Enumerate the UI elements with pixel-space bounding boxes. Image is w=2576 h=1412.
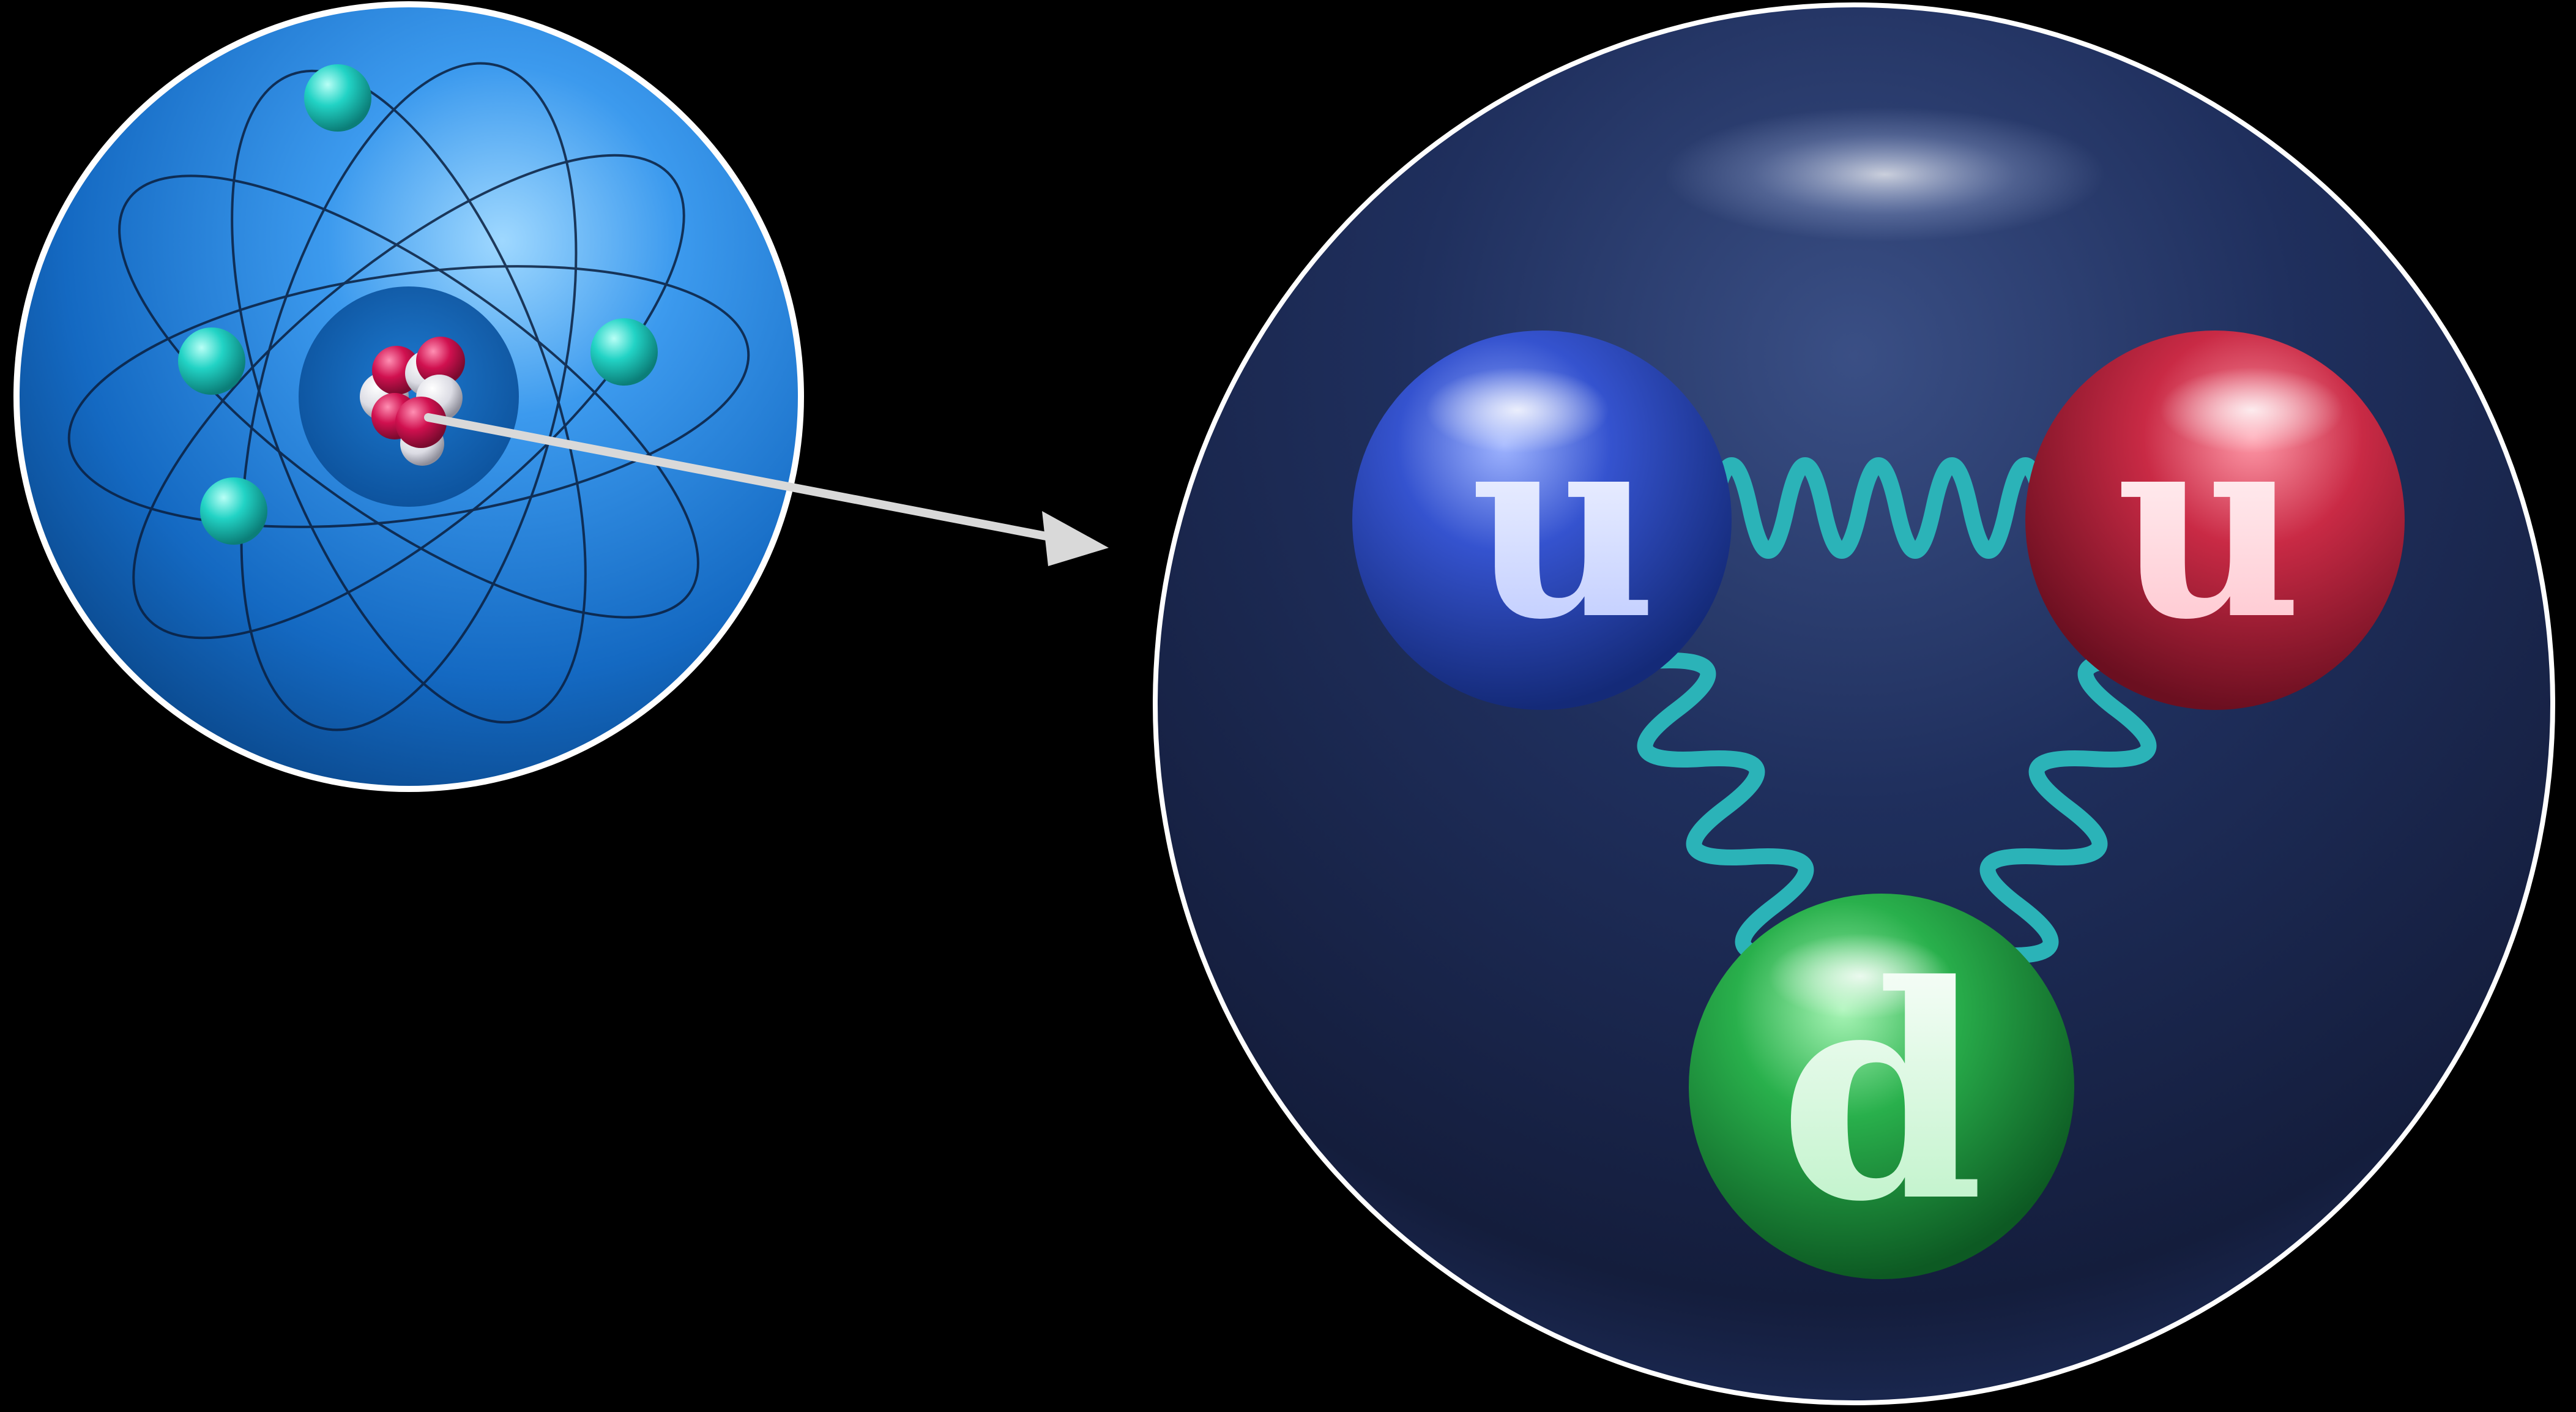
proton-shine: [1664, 107, 2105, 242]
quark-down-green: d: [1689, 894, 2074, 1279]
quark-label: u: [2115, 375, 2302, 676]
quark-up-red: u: [2025, 331, 2405, 710]
electron-orbits: [67, 62, 750, 731]
arrow-shaft: [424, 413, 1057, 542]
electron: [590, 318, 658, 386]
gluon-right: [1979, 652, 2157, 963]
zoom-arrow: [424, 413, 1109, 566]
gluon-left: [1637, 652, 1814, 963]
electron: [200, 477, 267, 545]
orbit-5: [240, 62, 578, 731]
quark-label: u: [1470, 375, 1656, 676]
orbit-3: [118, 174, 699, 619]
gluon-top: [1705, 457, 2088, 559]
atom-model: [13, 1, 804, 792]
electrons: [178, 64, 658, 545]
proton-model: u u d: [1153, 2, 2555, 1405]
nucleus: [360, 337, 465, 466]
quark-gloss: [2160, 367, 2343, 453]
electron: [304, 64, 371, 132]
quark-label: d: [1779, 921, 1984, 1266]
electron: [178, 327, 245, 395]
gluon-springs: [1637, 457, 2157, 963]
quark-up-blue: u: [1352, 331, 1732, 710]
quark-gloss: [1768, 933, 1952, 1019]
arrow-head: [1042, 511, 1109, 566]
orbit-1: [67, 265, 750, 528]
quark-gloss: [1426, 367, 1609, 453]
orbit-4: [231, 69, 587, 724]
nucleon-proton-highlighted: [395, 397, 447, 448]
nucleon-proton: [416, 337, 465, 386]
orbit-2: [132, 154, 685, 640]
